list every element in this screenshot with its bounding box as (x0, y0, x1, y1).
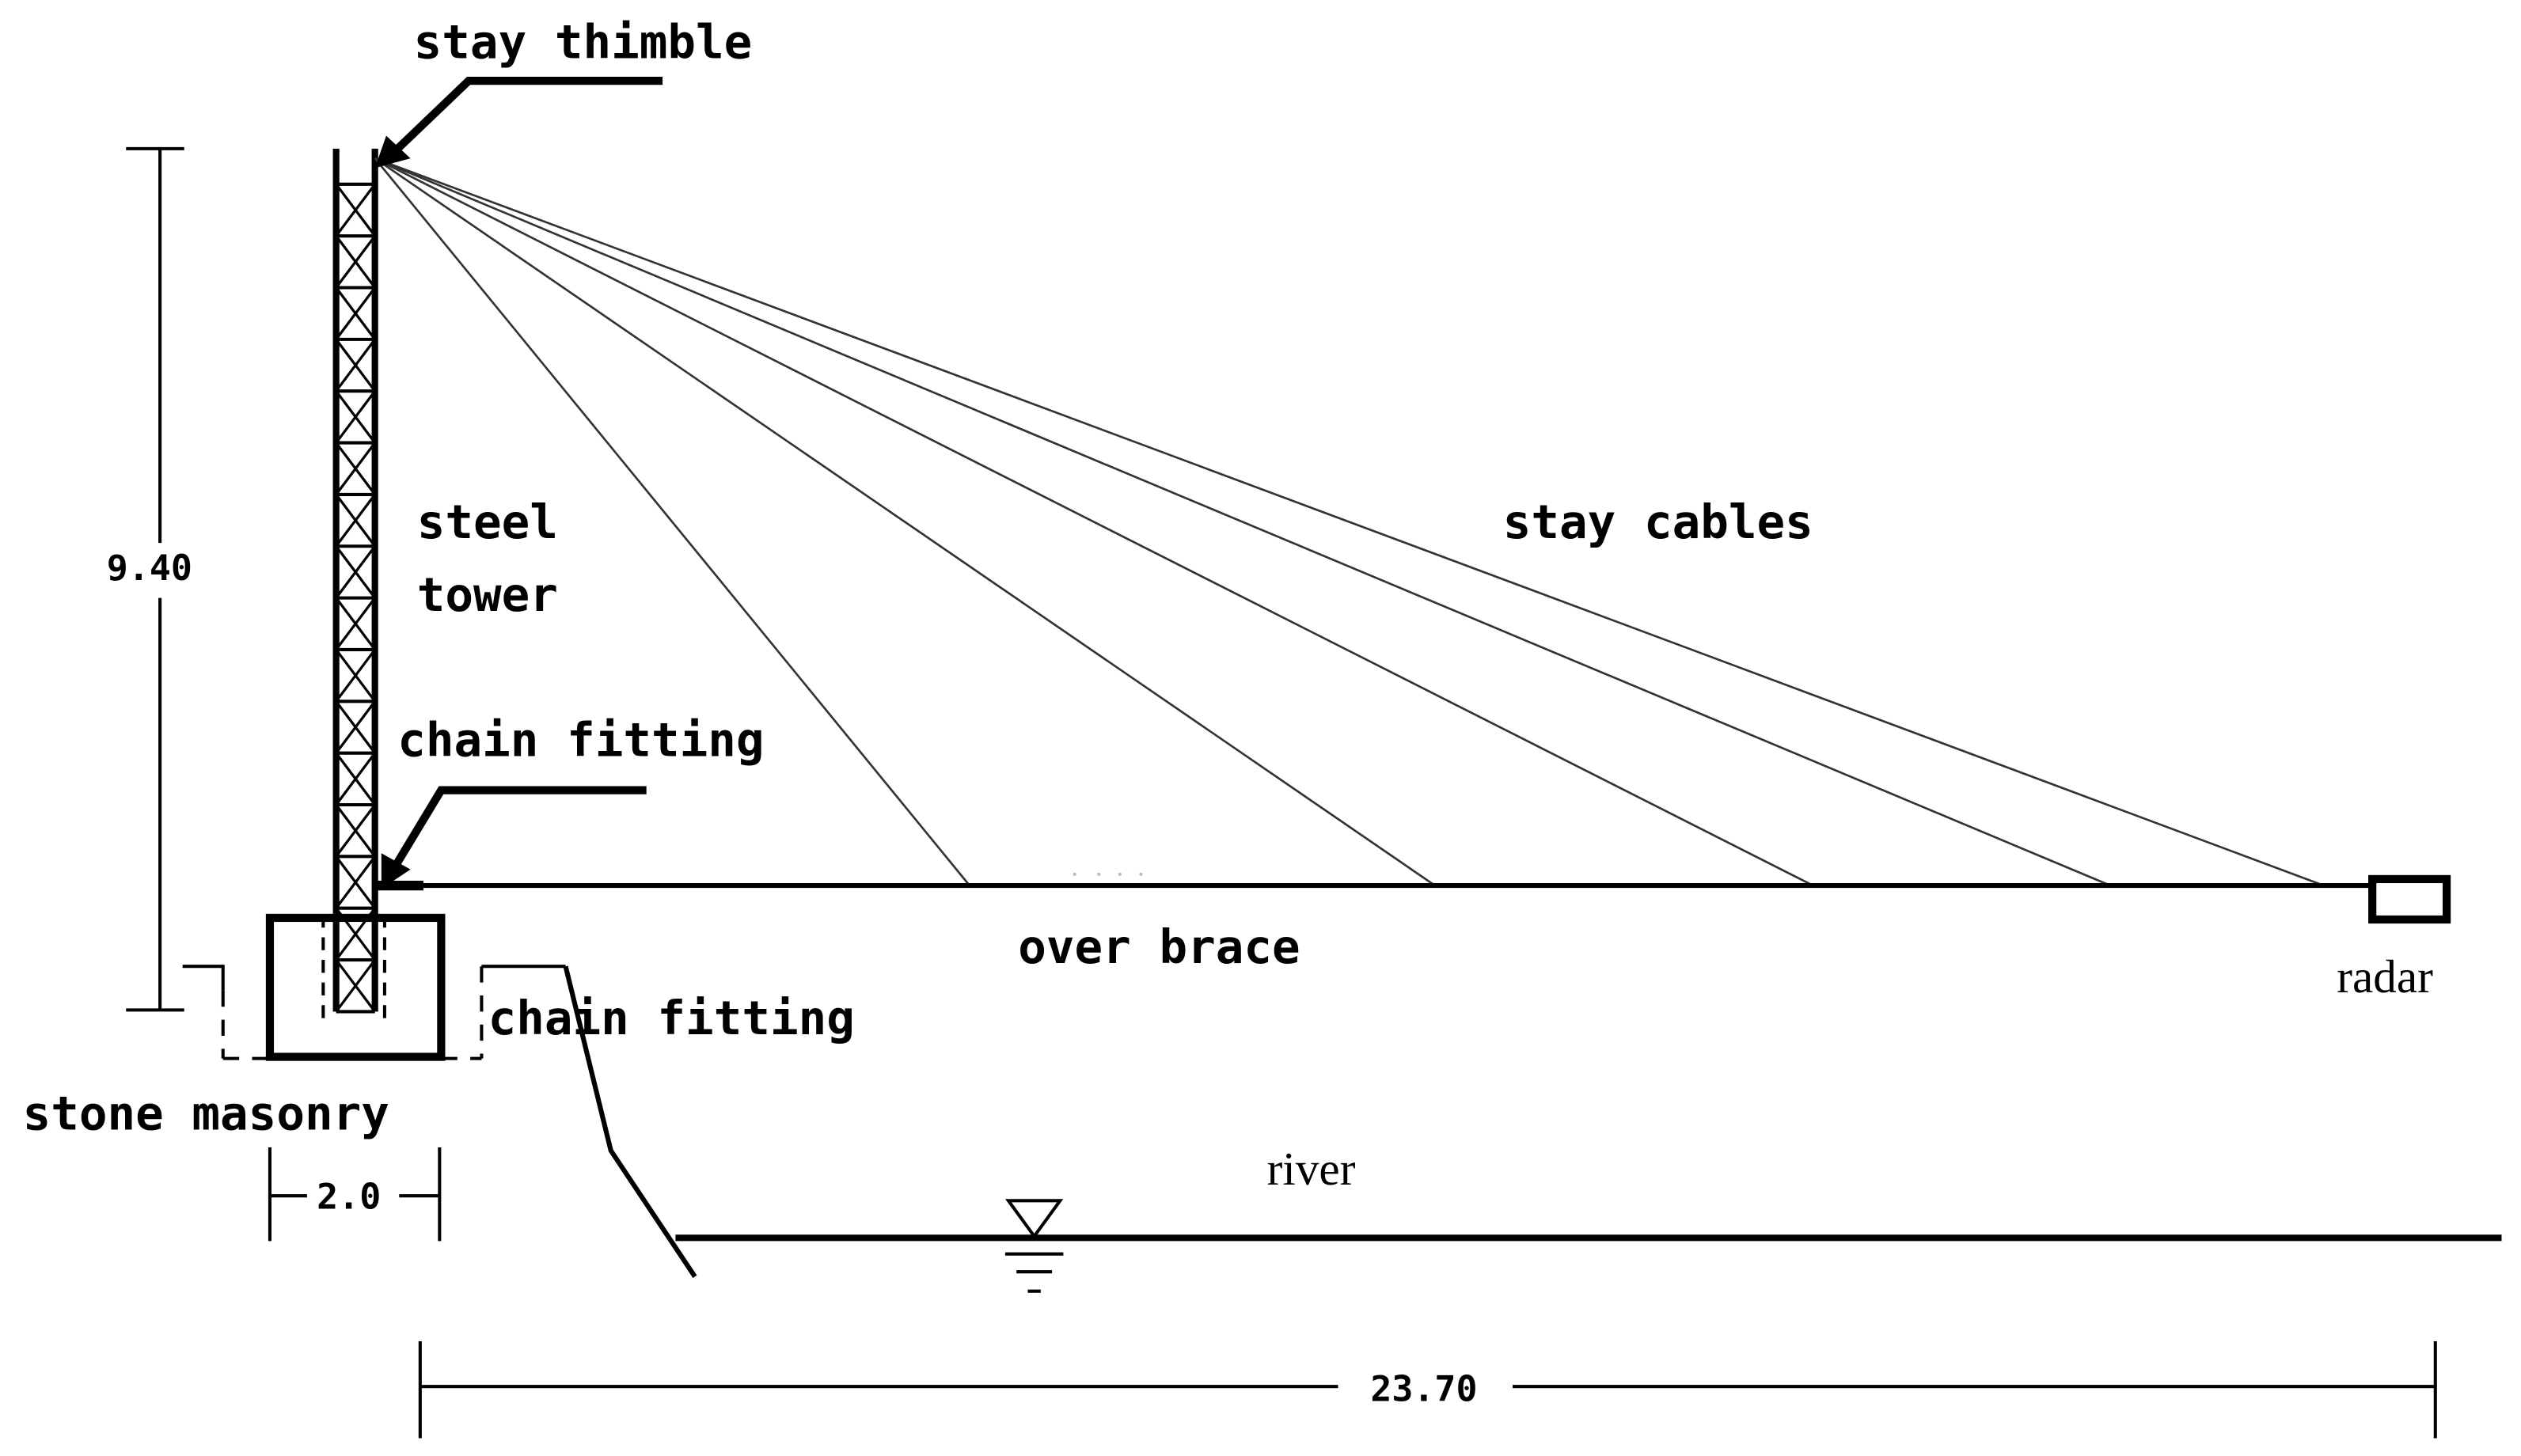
foundation-block (265, 913, 446, 1061)
label-chain-fitting-upper: chain fitting (397, 713, 764, 768)
tower-diagonal (335, 338, 376, 392)
tower-diagonal (335, 390, 376, 444)
tower-footing-dashes (321, 914, 386, 1018)
stay-cables (374, 157, 2325, 887)
label-tower: tower (417, 567, 558, 622)
label-chain-fitting-lower: chain fitting (488, 991, 855, 1045)
label-radar: radar (2337, 950, 2433, 1003)
chain-fitting-leader (381, 786, 647, 889)
stay-cable (374, 157, 1814, 887)
tower-diagonal (335, 752, 376, 806)
label-river: river (1267, 1143, 1356, 1195)
label-steel: steel (417, 495, 558, 549)
tower-diagonal (335, 597, 376, 650)
radar-box (2368, 874, 2451, 924)
tower-diagonal (335, 286, 376, 340)
dimension-label-span: 23.70 (1370, 1368, 1477, 1410)
label-over-brace: over brace (1018, 919, 1300, 974)
stay-cable (374, 157, 971, 886)
tower-diagonal (335, 545, 376, 599)
tower-diagonal (335, 959, 376, 1013)
label-stone-masonry: stone masonry (23, 1086, 389, 1140)
tower-diagonal (335, 700, 376, 754)
dimension-foundation-width (268, 1147, 442, 1242)
water-level-triangle-icon (1004, 1199, 1064, 1293)
dimension-label-foundation-width: 2.0 (317, 1176, 381, 1218)
dimension-span (418, 1341, 2437, 1439)
tower-diagonal (335, 493, 376, 548)
stay-cable (374, 157, 2111, 887)
stay-cable (374, 157, 2325, 887)
stay-cable (374, 157, 1436, 887)
label-stay-cables: stay cables (1503, 495, 1813, 549)
tower-diagonal (335, 648, 376, 703)
brace-dots (1073, 872, 1143, 876)
river-bank (563, 965, 697, 1279)
tower-diagonal (335, 442, 376, 495)
tower-diagonal (335, 804, 376, 858)
label-stay-thimble: stay thimble (414, 15, 753, 70)
tower-diagonal (335, 235, 376, 289)
dimension-label-tower-height: 9.40 (107, 547, 192, 589)
stone-masonry-outline (182, 965, 566, 1060)
dimension-tower-height (126, 146, 184, 1012)
tower-diagonal (335, 183, 376, 237)
stay-thimble-leader (374, 77, 663, 169)
steel-tower (332, 148, 378, 1014)
tower-diagonal (335, 855, 376, 909)
